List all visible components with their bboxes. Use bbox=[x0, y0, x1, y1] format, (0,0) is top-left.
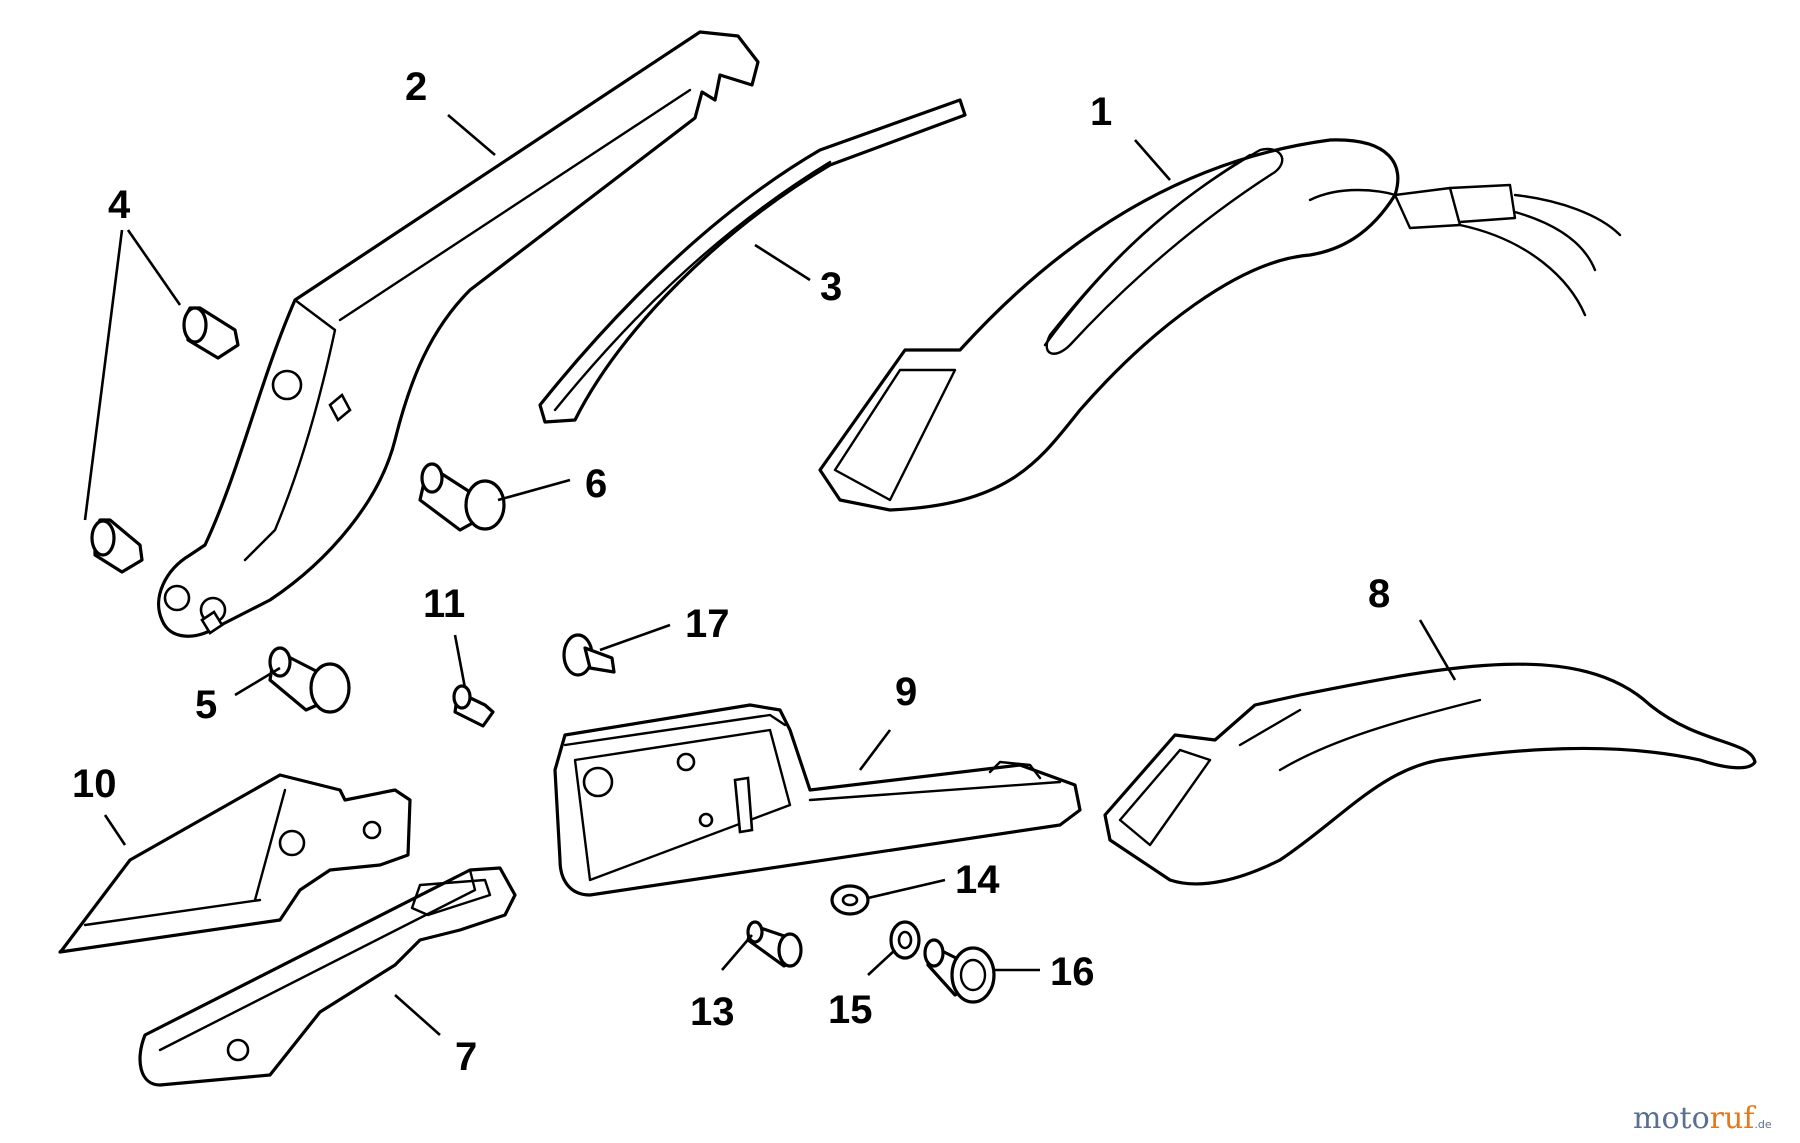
leader-3 bbox=[754, 243, 811, 282]
part-11-sleeve bbox=[452, 684, 495, 728]
watermark-logo: motoruf.de bbox=[1633, 1101, 1772, 1136]
callout-2: 2 bbox=[405, 65, 427, 109]
callout-10: 10 bbox=[72, 762, 117, 806]
callout-1: 1 bbox=[1090, 90, 1112, 134]
part-6-pin bbox=[418, 462, 506, 532]
part-1-handle-grip bbox=[818, 138, 1622, 512]
callout-7: 7 bbox=[455, 1035, 477, 1079]
leader-4b bbox=[83, 229, 124, 521]
svg-text:motoruf.de: motoruf.de bbox=[1633, 1101, 1772, 1136]
leader-lines bbox=[83, 114, 1457, 1036]
leader-17 bbox=[599, 623, 671, 652]
leader-14 bbox=[867, 878, 946, 900]
leader-11 bbox=[453, 634, 467, 689]
callout-13: 13 bbox=[690, 990, 735, 1034]
callout-9: 9 bbox=[895, 670, 917, 714]
part-7-jaw-plate bbox=[138, 866, 517, 1087]
leader-1 bbox=[1134, 139, 1171, 181]
callout-3: 3 bbox=[820, 265, 842, 309]
callout-4: 4 bbox=[108, 183, 131, 227]
leader-13 bbox=[721, 934, 753, 971]
leader-9 bbox=[858, 729, 892, 771]
part-5-pin bbox=[268, 646, 351, 714]
part-13-rivet bbox=[746, 920, 803, 968]
callout-14: 14 bbox=[955, 858, 1000, 902]
leader-10 bbox=[103, 814, 127, 846]
leader-2 bbox=[447, 114, 496, 156]
leader-5 bbox=[234, 666, 281, 697]
callout-11: 11 bbox=[423, 582, 465, 626]
part-9-housing bbox=[553, 703, 1082, 897]
part-10-blade bbox=[58, 773, 412, 954]
callout-8: 8 bbox=[1368, 572, 1390, 616]
part-3-spring-strip bbox=[538, 98, 967, 424]
callout-5: 5 bbox=[195, 683, 217, 727]
part-4-bolts bbox=[90, 306, 240, 574]
callout-17: 17 bbox=[685, 602, 730, 646]
part-16-bolt bbox=[923, 938, 996, 1004]
part-8-lower-handle bbox=[1103, 662, 1757, 886]
part-2-upper-handle bbox=[157, 30, 760, 638]
leader-4a bbox=[126, 229, 182, 306]
leader-15 bbox=[867, 949, 896, 976]
leader-7 bbox=[394, 994, 441, 1036]
part-14-washer bbox=[830, 884, 870, 916]
callout-16: 16 bbox=[1050, 950, 1095, 994]
leader-8 bbox=[1418, 619, 1457, 681]
callout-15: 15 bbox=[828, 988, 873, 1032]
callout-6: 6 bbox=[585, 462, 607, 506]
part-17-screw bbox=[562, 633, 616, 677]
callout-labels: 1 2 3 4 5 6 7 8 9 10 11 13 14 15 16 17 bbox=[72, 65, 1390, 1079]
leader-6 bbox=[497, 478, 571, 502]
part-15-ring bbox=[889, 920, 921, 960]
